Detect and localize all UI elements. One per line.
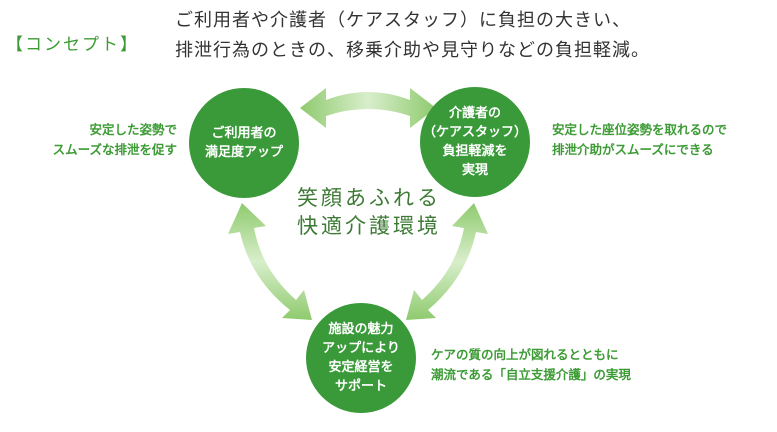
circle-label: 介護者の: [448, 106, 501, 121]
note-line: スムーズな排泄を促す: [52, 142, 177, 157]
center-line-1: 笑顔あふれる: [297, 186, 441, 210]
circle-label: ご利用者の: [211, 126, 277, 141]
circle-label: 負担軽減を: [442, 144, 508, 159]
arrow-user-facility: [228, 203, 312, 320]
circle-label: 安定経営を: [328, 360, 394, 375]
note-line: 安定した座位姿勢を取れるので: [552, 122, 728, 137]
arrow-user-staff: [300, 88, 436, 128]
note-line: 潮流である「自立支援介護」の実現: [431, 367, 631, 382]
arrow-staff-facility: [406, 203, 488, 320]
circle-label: 満足度アップ: [204, 145, 283, 160]
circle-label: （ケアスタッフ）: [422, 125, 527, 140]
concept-description: ご利用者や介護者（ケアスタッフ）に負担の大きい、 排泄行為のときの、移乗介助や見…: [175, 6, 775, 66]
concept-line-2: 排泄行為のときの、移乗介助や見守りなどの負担軽減。: [175, 40, 650, 61]
user-satisfaction-circle: ご利用者の 満足度アップ: [189, 88, 299, 198]
circle-label: 実現: [461, 163, 488, 178]
concept-line-1: ご利用者や介護者（ケアスタッフ）に負担の大きい、: [175, 10, 631, 31]
concept-label: 【コンセプト】: [6, 35, 139, 55]
note-line: 排泄介助がスムーズにできる: [552, 142, 714, 157]
note-line: 安定した姿勢で: [89, 122, 177, 137]
circle-label: サポート: [334, 379, 387, 394]
facility-appeal-circle: 施設の魅力 アップにより 安定経営を サポート: [306, 303, 416, 413]
center-line-2: 快適介護環境: [297, 214, 441, 238]
facility-note: ケアの質の向上が図れるとともに 潮流である「自立支援介護」の実現: [431, 345, 631, 385]
circle-label: アップにより: [322, 341, 400, 356]
circle-label: 施設の魅力: [328, 322, 394, 337]
staff-burden-circle: 介護者の （ケアスタッフ） 負担軽減を 実現: [420, 87, 530, 197]
staff-note: 安定した座位姿勢を取れるので 排泄介助がスムーズにできる: [552, 120, 727, 160]
note-line: ケアの質の向上が図れるとともに: [431, 347, 619, 362]
center-message: 笑顔あふれる 快適介護環境: [279, 184, 459, 240]
user-note: 安定した姿勢で スムーズな排泄を促す: [53, 120, 177, 160]
